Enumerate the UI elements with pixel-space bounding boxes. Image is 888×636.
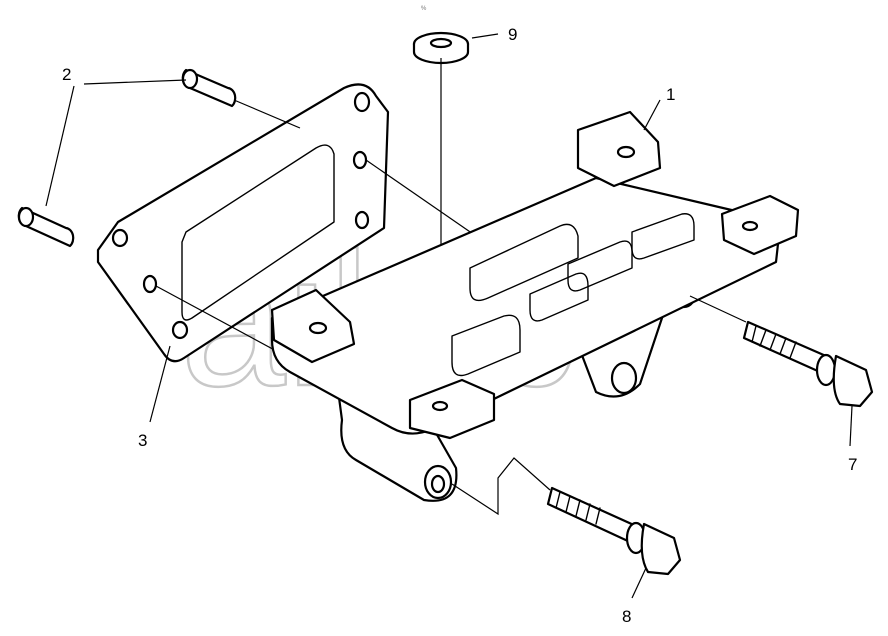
corner-mark: % (421, 6, 430, 12)
bracket-part (270, 110, 800, 502)
callout-leaders (45, 33, 853, 599)
callout-3: 3 (138, 431, 147, 450)
pin-alignment-line (233, 99, 301, 129)
callout-1: 1 (666, 85, 675, 104)
callout-9: 9 (508, 25, 517, 44)
callout-7: 7 (848, 455, 857, 474)
pin-part-lower (17, 206, 75, 248)
bolt-part-lower (546, 486, 682, 576)
plate-alignment-line (365, 159, 477, 237)
callout-2: 2 (62, 65, 71, 84)
bolt-8-axis-line (451, 457, 551, 516)
bolt-7-axis-line (689, 295, 747, 323)
callout-8: 8 (622, 607, 631, 626)
bolt-part-upper (742, 320, 874, 408)
pin-part-upper (181, 68, 237, 108)
